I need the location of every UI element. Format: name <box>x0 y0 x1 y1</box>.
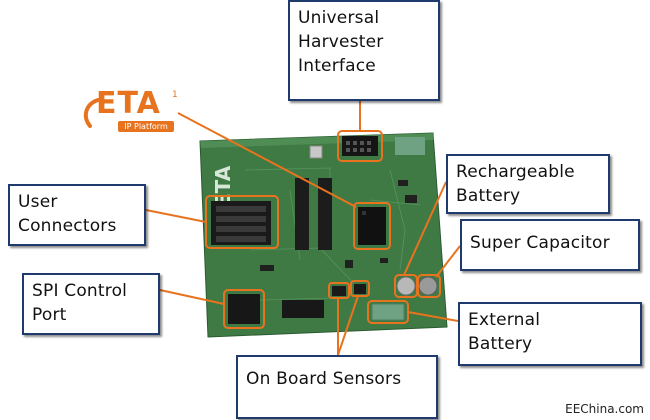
leader-super-capacitor <box>435 245 461 278</box>
pushbutton <box>309 145 323 159</box>
external-battery-terminal <box>371 303 405 321</box>
circuit-board: ETA <box>199 132 448 338</box>
rechargeable-battery-cell <box>396 276 416 296</box>
sensor-right <box>354 284 366 294</box>
eta-logo: ETA 1 IP Platform <box>80 88 180 138</box>
label-user-connectors: User Connectors <box>8 184 146 246</box>
harvester-header-pins <box>346 141 371 152</box>
bottom-header <box>282 300 324 318</box>
label-super-capacitor: Super Capacitor <box>460 219 640 271</box>
label-external-battery: External Battery <box>458 302 642 366</box>
harvester-header <box>342 136 378 156</box>
label-universal-harvester: Universal Harvester Interface <box>288 0 440 101</box>
label-rechargeable-battery: Rechargeable Battery <box>446 154 610 214</box>
label-on-board-sensors: On Board Sensors <box>236 355 438 419</box>
leader-lines <box>145 101 461 356</box>
label-spi-control-port: SPI Control Port <box>22 273 160 335</box>
leader-spi-control-port <box>159 289 225 305</box>
header-column-left <box>295 178 309 250</box>
leader-external-battery <box>407 311 459 322</box>
leader-logo-to-chip <box>177 112 357 208</box>
header-column-right <box>318 178 332 250</box>
super-capacitor-cell <box>418 276 438 296</box>
user-connector-pins <box>216 206 266 242</box>
credit-text: EEChina.com <box>565 402 644 416</box>
eta-logo-name: ETA <box>96 86 161 121</box>
leader-user-connectors <box>145 209 207 223</box>
board-silk-logo: ETA <box>211 165 235 207</box>
terminal-block-top <box>395 137 425 155</box>
small-components <box>260 180 417 271</box>
eta-logo-tagline: IP Platform <box>118 121 174 132</box>
eta-logo-superscript: 1 <box>172 90 178 100</box>
spi-connector <box>228 294 260 324</box>
highlight-main-chip <box>353 202 391 250</box>
highlight-spi-port <box>223 289 265 329</box>
eta-logo-swoosh <box>83 98 100 128</box>
leader-sensors-b <box>337 295 359 356</box>
sensor-left <box>332 286 346 296</box>
highlight-super-capacitor <box>417 274 441 298</box>
chip-marker <box>362 211 366 215</box>
leader-rechargeable-battery <box>403 181 447 276</box>
highlight-sensor-right <box>350 280 370 297</box>
